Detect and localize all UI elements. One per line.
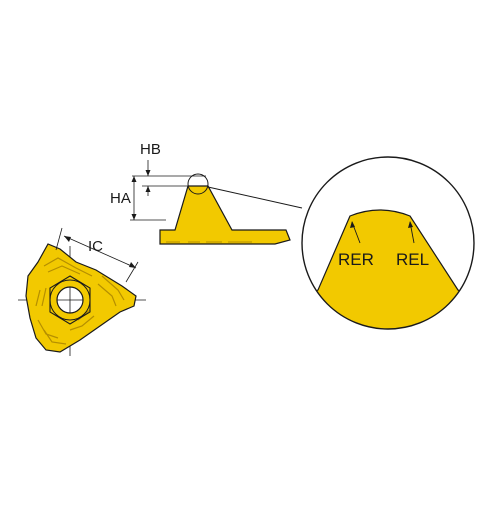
ic-label: IC bbox=[88, 238, 103, 255]
rel-label: REL bbox=[396, 250, 429, 269]
insert-side-view: HB HA bbox=[110, 141, 303, 245]
ic-dimension bbox=[55, 227, 139, 283]
hex-seat bbox=[49, 275, 91, 325]
zoom-detail: RER REL bbox=[301, 156, 475, 330]
rel-leader bbox=[408, 221, 415, 244]
insert-top-view: IC bbox=[18, 227, 146, 356]
tip-detail-circle bbox=[187, 173, 209, 195]
ha-label: HA bbox=[110, 190, 131, 207]
zoom-circle-border bbox=[301, 156, 475, 330]
rer-label: RER bbox=[338, 250, 374, 269]
ha-dimension bbox=[131, 176, 137, 220]
hb-dimension bbox=[145, 160, 151, 196]
hb-label: HB bbox=[140, 141, 161, 158]
rer-leader bbox=[350, 221, 361, 244]
chip-breaker-ridges bbox=[35, 257, 125, 345]
zoom-leader-line bbox=[207, 186, 303, 209]
side-profile bbox=[159, 185, 291, 245]
hole-outer-ring bbox=[49, 279, 91, 321]
zoomed-tip-profile bbox=[302, 209, 474, 329]
